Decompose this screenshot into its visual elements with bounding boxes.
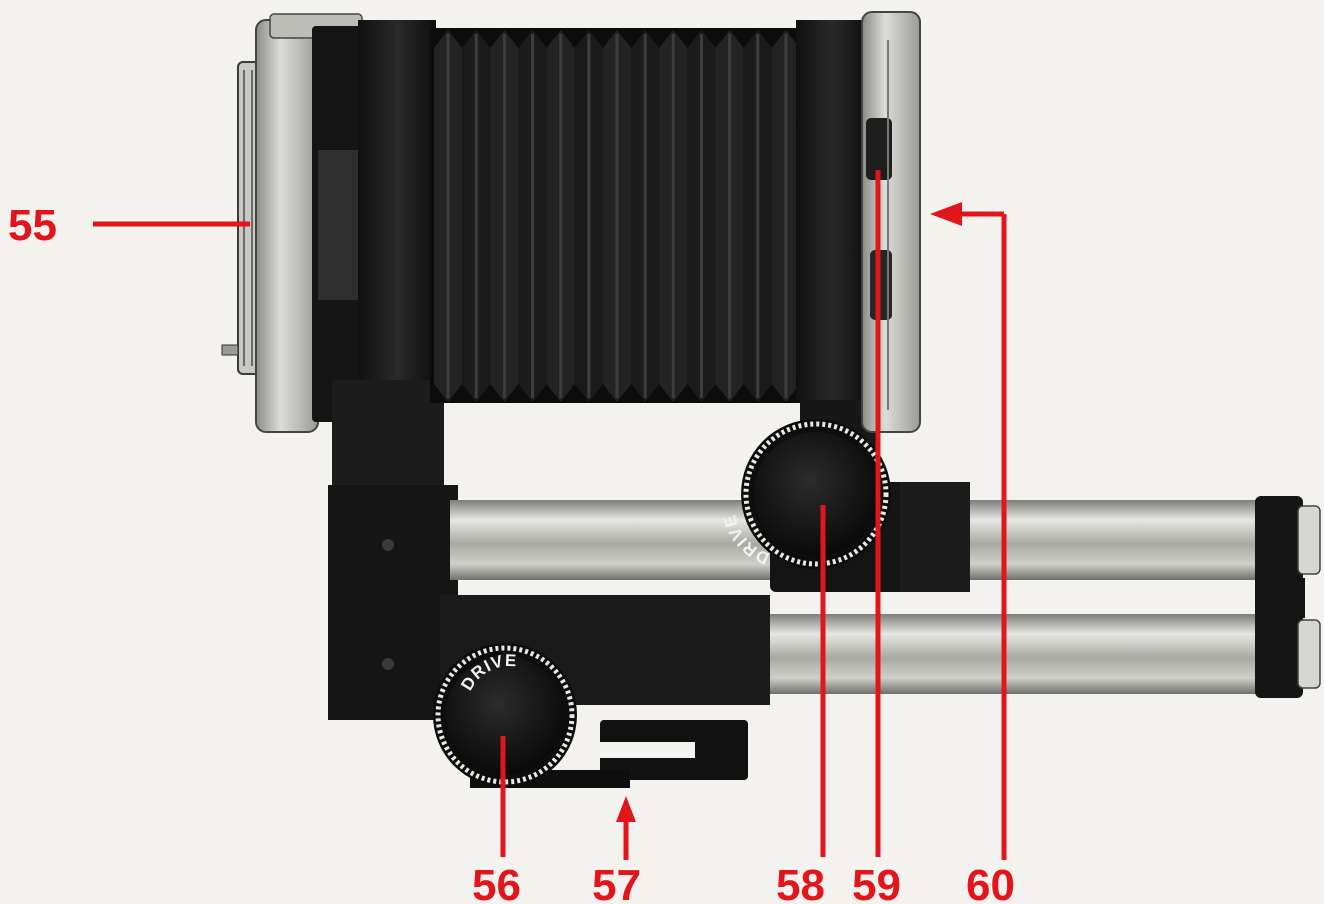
callout-58: 58 [776, 861, 825, 904]
callout-numbers: 55 56 57 58 59 60 [8, 201, 1015, 904]
front-drive-knob[interactable]: DRIVE [433, 643, 577, 787]
arrowhead-60 [930, 202, 962, 226]
arrowhead-57 [616, 796, 636, 822]
callout-57: 57 [592, 861, 641, 904]
callout-55: 55 [8, 201, 57, 250]
rear-drive-knob[interactable]: DRIVE [720, 419, 891, 569]
front-lens-mount [221, 13, 364, 433]
focusing-rail-base [328, 485, 770, 788]
front-standard [332, 20, 444, 500]
rear-standard [796, 11, 921, 490]
callout-leaders [93, 170, 1007, 860]
callout-56: 56 [472, 861, 521, 904]
callout-60: 60 [966, 861, 1015, 904]
callout-59: 59 [852, 861, 901, 904]
bellows [430, 28, 802, 403]
lower-rail [770, 578, 1321, 698]
